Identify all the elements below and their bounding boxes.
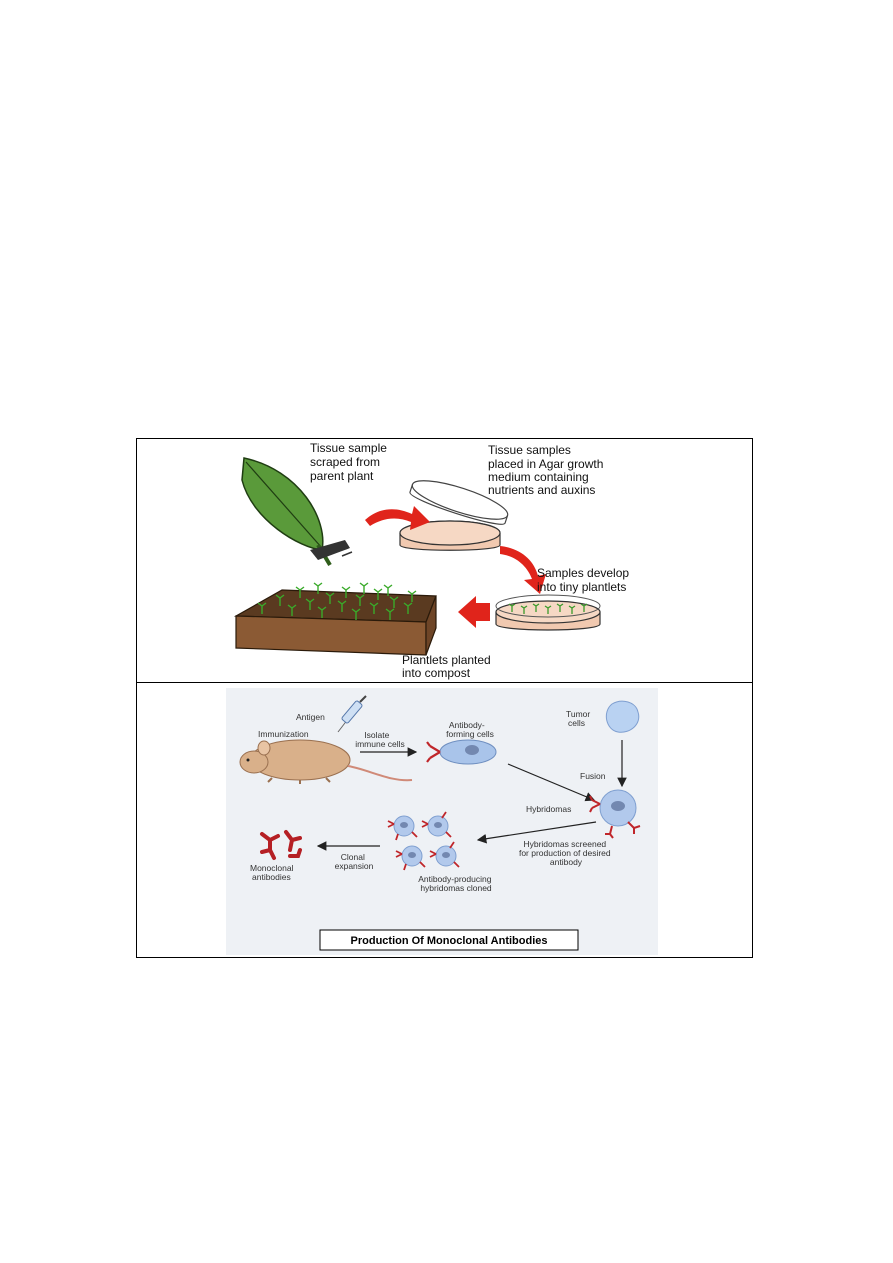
arrow-to-plantlets-icon [500, 546, 546, 594]
clonal-label: Clonal expansion [335, 852, 374, 871]
producing-label: Antibody-producing hybridomas cloned [418, 874, 494, 893]
screening-arrow [476, 821, 597, 844]
develop-label: Samples develop into tiny plantlets [537, 566, 632, 594]
monoclonal-title: Production Of Monoclonal Antibodies [351, 935, 548, 947]
figure-frame [136, 438, 753, 958]
mouse-icon [239, 739, 413, 784]
fusion-label: Fusion [580, 771, 606, 781]
immunization-label: Immunization [258, 729, 309, 739]
monoclonal-panel: Antigen Immunization Isolate immune cell… [226, 688, 658, 955]
monoclonal-label: Monoclonal antibodies [250, 863, 296, 882]
arrow-to-dish-icon [365, 506, 430, 530]
figure-divider [136, 682, 753, 683]
antibody-forming-label: Antibody- forming cells [446, 720, 494, 739]
leaf-icon [241, 457, 353, 567]
isolate-label: Isolate immune cells [355, 730, 405, 749]
syringe-icon [337, 695, 367, 733]
antigen-label: Antigen [296, 712, 325, 722]
arrow-to-compost-icon [458, 596, 490, 628]
monoclonal-antibodies-icon [260, 830, 302, 860]
cloned-hybridomas-icon [387, 811, 460, 871]
petri-dish-plantlets-icon [495, 594, 601, 631]
title-box [319, 929, 579, 951]
planted-label: Plantlets planted into compost [402, 653, 494, 680]
plant-tissue-panel: Tissue sample scraped from parent plant … [233, 441, 632, 680]
tissue-sample-label: Tissue sample scraped from parent plant [310, 441, 390, 483]
antibody-forming-cell-icon [426, 739, 497, 765]
hybridoma-cell-icon [589, 789, 641, 839]
tumor-cell-icon [605, 700, 640, 733]
agar-label: Tissue samples placed in Agar growth med… [488, 443, 607, 497]
petri-dish-agar-icon [399, 480, 509, 551]
compost-tray-icon [233, 582, 437, 656]
screened-label: Hybridomas screened for production of de… [519, 839, 613, 867]
hybridomas-label: Hybridomas [526, 804, 571, 814]
tumor-label: Tumor cells [566, 709, 593, 728]
to-fusion-arrow [507, 763, 596, 802]
